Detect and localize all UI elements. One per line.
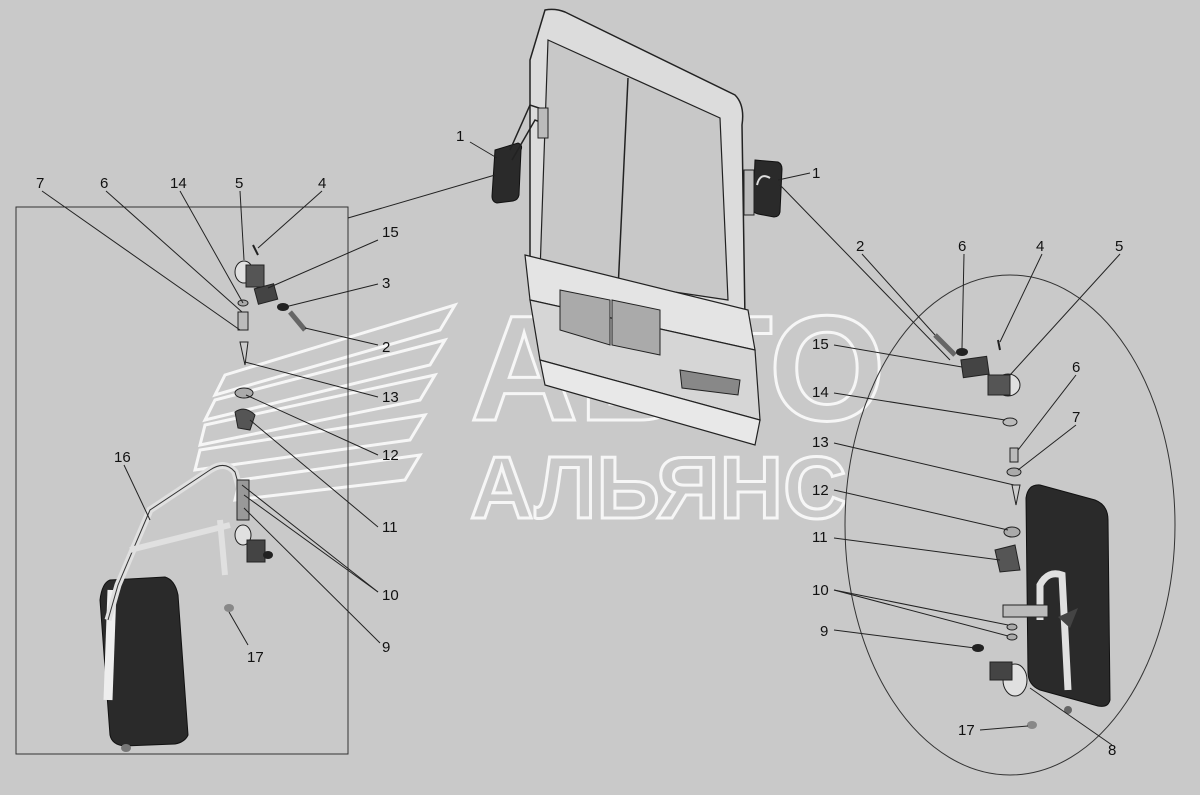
callout-left-10: 10 xyxy=(382,587,399,604)
callout-left-2: 2 xyxy=(382,339,390,356)
callout-right-10: 10 xyxy=(812,582,829,599)
callout-cab-1-right: 1 xyxy=(812,165,820,182)
callout-left-11: 11 xyxy=(382,519,398,536)
callout-left-6: 6 xyxy=(100,175,108,192)
callout-left-4: 4 xyxy=(318,175,326,192)
left-assembly xyxy=(99,244,307,752)
callout-right-12: 12 xyxy=(812,482,829,499)
cab-mirror-right xyxy=(743,159,783,218)
callout-right-2: 2 xyxy=(856,238,864,255)
watermark-line2: АЛЬЯНС xyxy=(470,438,847,537)
right-detail-ellipse xyxy=(844,274,1176,776)
callout-left-5: 5 xyxy=(235,175,243,192)
callout-right-6-top: 6 xyxy=(958,238,966,255)
callout-right-7: 7 xyxy=(1072,409,1080,426)
callout-right-11: 11 xyxy=(812,529,828,546)
callout-left-16: 16 xyxy=(114,449,131,466)
callout-right-4: 4 xyxy=(1036,238,1044,255)
callout-right-13: 13 xyxy=(812,434,829,451)
callout-cab-1-left: 1 xyxy=(456,128,464,145)
callout-left-3: 3 xyxy=(382,275,390,292)
callout-left-17: 17 xyxy=(247,649,264,666)
callout-right-6: 6 xyxy=(1072,359,1080,376)
callouts: 1 1 7 6 14 5 4 15 3 2 13 12 11 16 10 9 1… xyxy=(36,128,1123,759)
callout-left-14: 14 xyxy=(170,175,187,192)
callout-right-9: 9 xyxy=(820,623,828,640)
callout-right-5: 5 xyxy=(1115,238,1123,255)
left-detail-frame xyxy=(15,206,349,755)
callout-right-15: 15 xyxy=(812,336,829,353)
callout-left-7: 7 xyxy=(36,175,44,192)
right-assembly xyxy=(933,333,1111,729)
callout-right-14: 14 xyxy=(812,384,829,401)
callout-left-15: 15 xyxy=(382,224,399,241)
leader-lines xyxy=(41,141,1121,746)
callout-left-12: 12 xyxy=(382,447,399,464)
cab-front-view xyxy=(524,8,761,446)
callout-right-8: 8 xyxy=(1108,742,1116,759)
cab-mirror-left xyxy=(491,104,549,204)
callout-right-17: 17 xyxy=(958,722,975,739)
callout-left-9: 9 xyxy=(382,639,390,656)
callout-left-13: 13 xyxy=(382,389,399,406)
